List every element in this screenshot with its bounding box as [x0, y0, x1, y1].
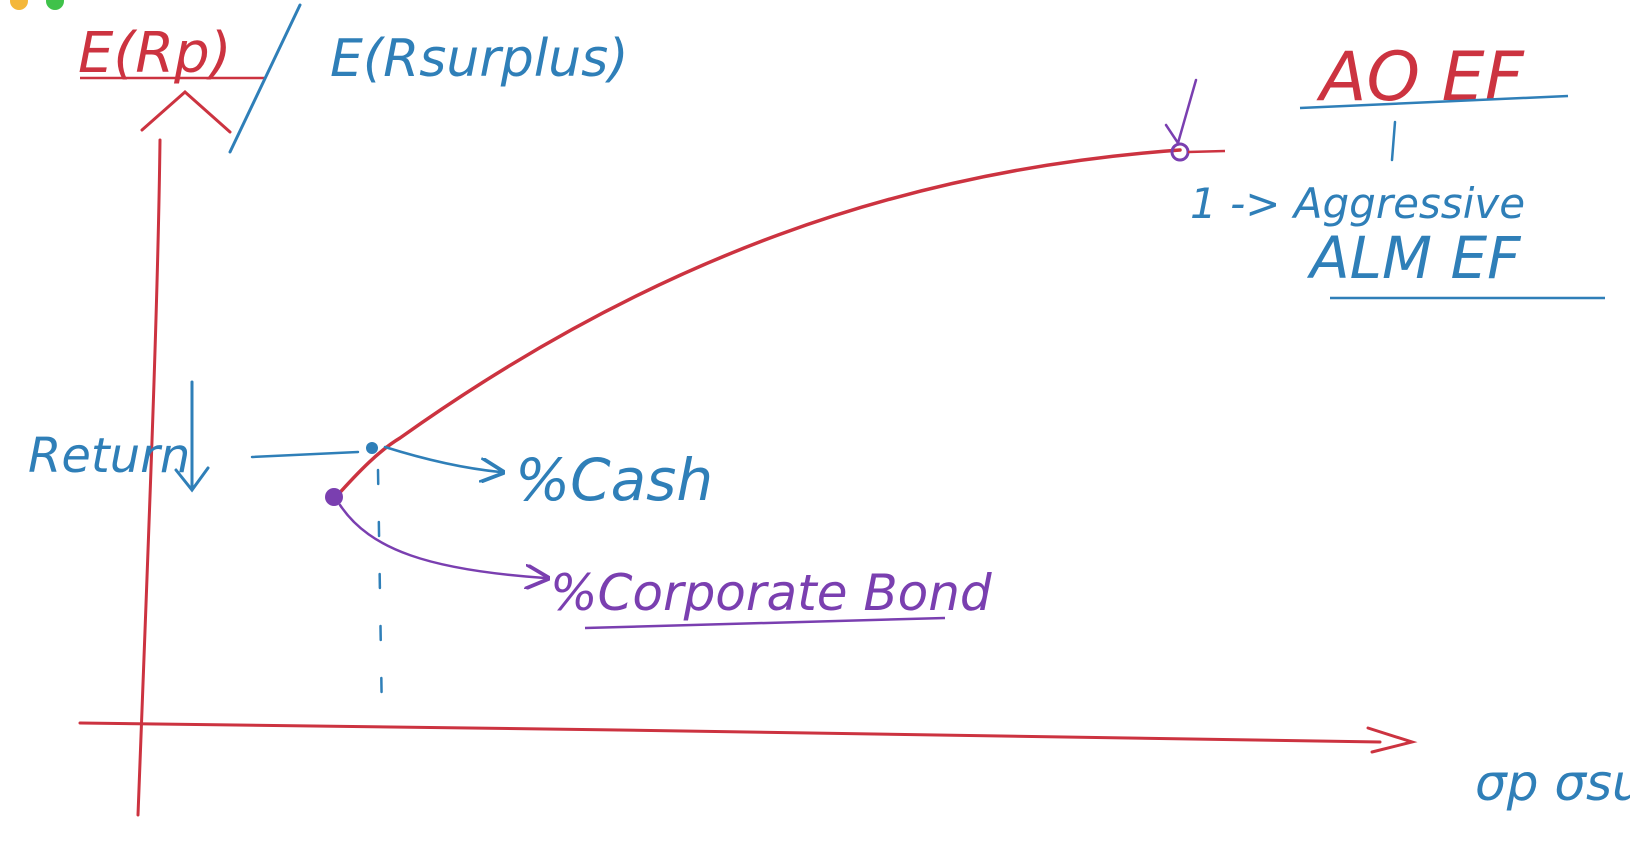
label-divider-slash: [228, 3, 302, 154]
corporate-bond-underline: [584, 616, 946, 630]
x-axis-label: σp σsurplus: [1475, 754, 1630, 812]
ao-ef-stem: [1390, 120, 1397, 162]
x-axis-arrowhead-icon: [1366, 726, 1418, 754]
return-label: Return: [28, 428, 190, 484]
corporate-bond-point: [325, 488, 343, 506]
x-axis: [78, 721, 1382, 744]
endpoint-tick: [1187, 149, 1226, 154]
y-axis-label-red: E(Rp): [78, 21, 232, 86]
alm-ef-label: ALM EF: [1306, 224, 1522, 292]
return-level-line: [250, 450, 360, 459]
cash-arrow: [383, 445, 500, 472]
maximize-dot[interactable]: [46, 0, 64, 10]
corporate-bond-label: %Corporate Bond: [550, 564, 992, 622]
y-axis-arrowhead-icon: [140, 89, 232, 134]
y-axis: [136, 138, 162, 817]
cash-point: [366, 442, 378, 454]
corporate-bond-arrow: [338, 503, 545, 578]
efficient-frontier-curve: [333, 148, 1182, 500]
aggressive-label: 1 -> Aggressive: [1190, 179, 1525, 228]
minimize-dot[interactable]: [10, 0, 28, 10]
checkmark-icon: [1164, 78, 1198, 146]
y-axis-label-blue: E(Rsurplus): [330, 29, 629, 89]
return-down-arrow-icon: [174, 380, 210, 493]
cash-label: %Cash: [515, 446, 713, 514]
ao-ef-underline: [1299, 94, 1569, 110]
vertical-dashed-line: [376, 468, 384, 722]
